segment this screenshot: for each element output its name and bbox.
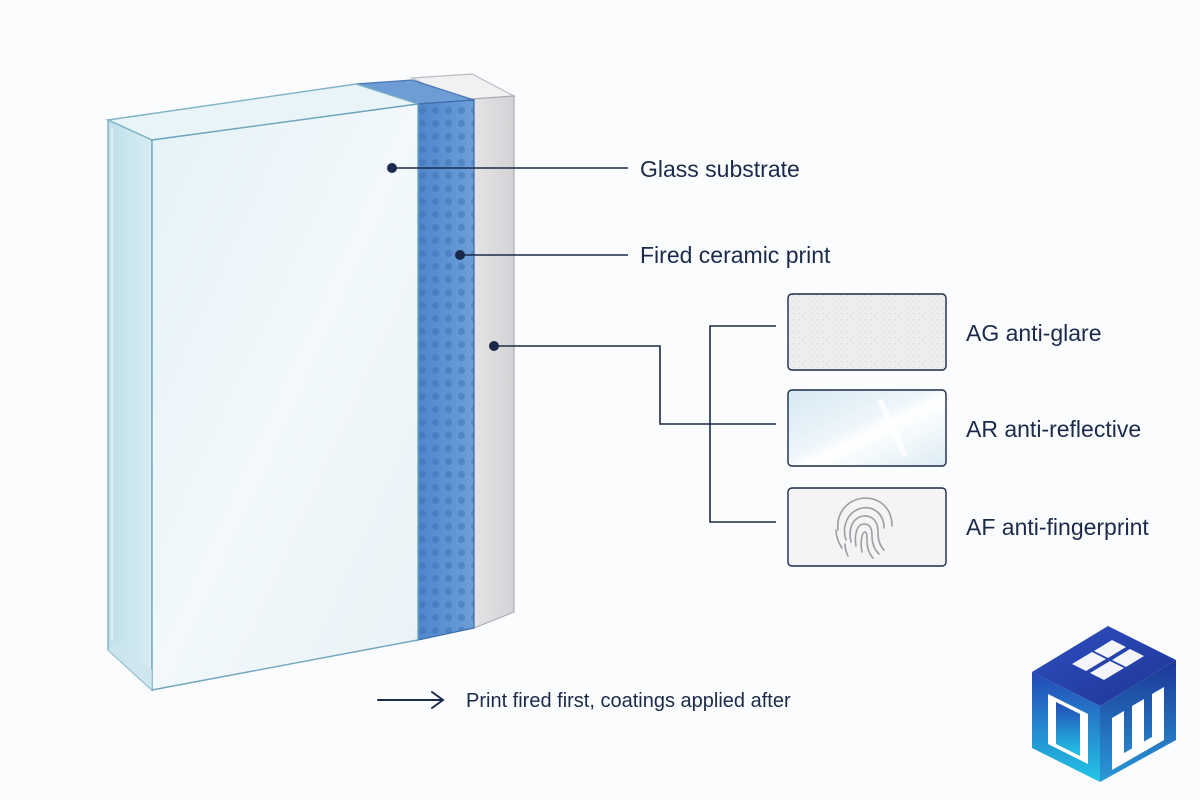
anti-reflective-label: AR anti-reflective	[966, 416, 1142, 442]
print-pointer-dot	[455, 250, 465, 260]
anti-reflective-swatch	[787, 389, 947, 467]
fingerprint-icon	[835, 497, 893, 559]
glass-substrate-label: Glass substrate	[640, 156, 800, 182]
leader-lines	[392, 167, 776, 523]
anti-fingerprint-swatch	[787, 487, 947, 567]
anti-glare-swatch	[787, 293, 947, 371]
glass-substrate-block	[105, 83, 419, 692]
arrow-right-icon	[377, 691, 445, 709]
glass-pointer-dot	[387, 163, 397, 173]
ceramic-print-layer	[355, 79, 475, 641]
process-note: Print fired first, coatings applied afte…	[466, 690, 791, 712]
ceramic-print-label: Fired ceramic print	[640, 242, 831, 268]
logo-cube-icon	[1032, 626, 1176, 782]
coating-pointer-dot	[489, 341, 499, 351]
anti-glare-label: AG anti-glare	[966, 320, 1102, 346]
anti-fingerprint-label: AF anti-fingerprint	[966, 514, 1149, 540]
